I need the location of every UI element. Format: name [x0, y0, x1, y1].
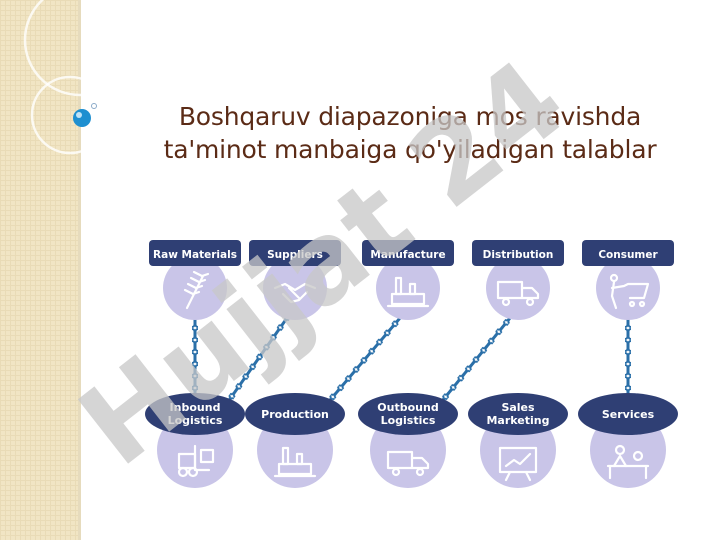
top-circle	[486, 256, 550, 320]
truck-icon	[496, 280, 540, 307]
factory-icon	[273, 446, 317, 478]
truck-icon	[386, 450, 430, 477]
bottom-label-text: Marketing	[486, 414, 549, 427]
factory-icon	[386, 276, 430, 308]
top-circle	[263, 256, 327, 320]
top-label-box	[362, 240, 454, 266]
bottom-label-ellipse	[245, 393, 345, 435]
slide-title-line-2: ta'minot manbaiga qo'yiladigan talablar	[163, 135, 657, 164]
bottom-label-ellipse	[358, 393, 458, 435]
supply-chain-diagram: Raw Materials Suppliers Manufacture Distrib…	[145, 240, 678, 488]
chain-outbound-to-distribution	[435, 316, 513, 408]
handshake-icon	[273, 282, 317, 304]
service-desk-icon	[606, 444, 650, 480]
slide-title: Boshqaruv diapazoniga mos ravishda ta'mi…	[110, 100, 710, 166]
bottom-label-text: Sales	[501, 401, 535, 414]
top-label-text: Distribution	[483, 249, 554, 261]
bottom-label-text: Logistics	[168, 414, 223, 427]
bottom-label-text: Logistics	[381, 414, 436, 427]
chain-raw-to-inbound	[192, 316, 198, 400]
bottom-label-ellipse	[468, 393, 568, 435]
top-label-box	[249, 240, 341, 266]
top-label-text: Consumer	[598, 249, 658, 261]
bottom-label-text: Outbound	[377, 401, 438, 414]
decorative-circles	[23, 0, 130, 155]
top-label-box	[149, 240, 241, 266]
bottom-label-text: Production	[261, 408, 329, 421]
top-label-box	[472, 240, 564, 266]
top-label-text: Manufacture	[370, 249, 445, 261]
presentation-chart-icon	[498, 446, 538, 482]
bottom-label-ellipse	[145, 393, 245, 435]
top-label-box	[582, 240, 674, 266]
bottom-label-text: Services	[602, 408, 655, 421]
top-row-labels: Raw Materials Suppliers Manufacture Distrib…	[149, 240, 674, 266]
chain-inbound-to-suppliers	[222, 316, 290, 408]
slide-title-line-1: Boshqaruv diapazoniga mos ravishda	[178, 102, 642, 131]
chain-links	[192, 316, 631, 408]
bottom-label-text: Inbound	[170, 401, 221, 414]
chain-production-to-manufacture	[322, 316, 403, 408]
wheat-icon	[183, 270, 210, 310]
shopping-cart-icon	[609, 273, 650, 310]
forklift-icon	[177, 444, 215, 478]
sidebar-edge	[78, 0, 81, 540]
top-label-text: Raw Materials	[153, 249, 237, 261]
top-row-circles	[163, 256, 660, 320]
bottom-label-ellipse	[578, 393, 678, 435]
chain-consumer-to-services	[625, 316, 631, 400]
top-label-text: Suppliers	[267, 249, 323, 261]
